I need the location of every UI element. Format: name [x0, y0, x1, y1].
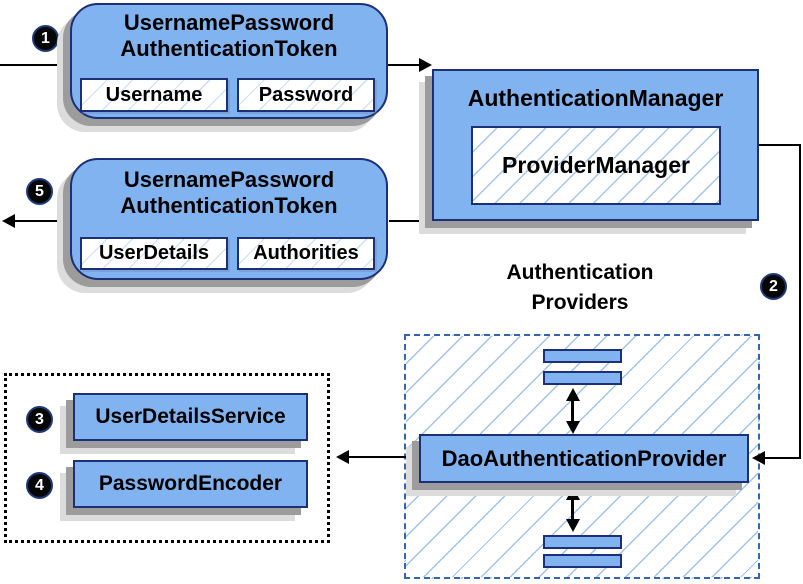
provider-manager-label: ProviderManager — [502, 152, 690, 178]
request-token-title-line2: AuthenticationToken — [120, 36, 338, 61]
password-encoder-box: PasswordEncoder — [73, 460, 308, 508]
username-field-label: Username — [105, 83, 203, 106]
password-encoder-label: PasswordEncoder — [98, 472, 283, 495]
step-badge-1: 1 — [32, 25, 59, 52]
manager-to-provider-line-bottom — [765, 457, 801, 459]
step-badge-5: 5 — [26, 178, 53, 205]
services-dotted-zone — [4, 373, 330, 543]
authentication-providers-heading-line1: Authentication — [506, 261, 654, 284]
authorities-field-box: Authorities — [237, 237, 375, 270]
response-token-title-line2: AuthenticationToken — [120, 193, 338, 218]
user-details-service-label: UserDetailsService — [95, 405, 286, 428]
dao-authentication-provider-label: DaoAuthenticationProvider — [441, 445, 727, 471]
password-field-label: Password — [258, 83, 354, 106]
username-field-box: Username — [80, 78, 228, 112]
authentication-providers-heading: Authentication Providers — [430, 258, 730, 318]
arrowhead-response-out-icon — [2, 214, 15, 228]
token-to-manager-line — [388, 64, 420, 66]
arrowhead-into-services-icon — [336, 450, 349, 464]
dao-to-services-line — [348, 456, 419, 458]
lower-store-bar-2 — [543, 554, 622, 568]
manager-to-provider-line-vertical — [799, 144, 801, 459]
incoming-request-line — [0, 64, 70, 66]
double-arrow-lower-down-icon — [566, 519, 580, 532]
response-token-title-line1: UsernamePassword — [123, 167, 335, 192]
upper-store-bar-1 — [543, 349, 622, 363]
double-arrow-upper-line — [571, 399, 574, 423]
provider-manager-box: ProviderManager — [471, 126, 721, 205]
userdetails-field-box: UserDetails — [80, 237, 228, 270]
dao-authentication-provider-box: DaoAuthenticationProvider — [419, 434, 749, 483]
request-token-title: UsernamePassword AuthenticationToken — [70, 10, 388, 62]
arrowhead-into-manager-icon — [419, 58, 432, 72]
manager-to-response-token-line — [389, 220, 432, 222]
userdetails-field-label: UserDetails — [98, 242, 210, 264]
arrowhead-into-dao-provider-icon — [752, 451, 765, 465]
double-arrow-upper-up-icon — [566, 388, 580, 401]
double-arrow-lower-line — [571, 498, 574, 522]
response-token-title: UsernamePassword AuthenticationToken — [70, 167, 388, 219]
upper-store-bar-2 — [543, 371, 622, 385]
password-field-box: Password — [237, 78, 375, 112]
authentication-manager-title: AuthenticationManager — [467, 85, 724, 111]
step-badge-2: 2 — [760, 273, 787, 300]
step-badge-4: 4 — [26, 472, 53, 499]
authorities-field-label: Authorities — [253, 242, 359, 264]
response-outgoing-line — [14, 220, 70, 222]
authentication-providers-heading-line2: Providers — [531, 291, 629, 314]
lower-store-bar-1 — [543, 535, 622, 549]
double-arrow-upper-down-icon — [566, 421, 580, 434]
user-details-service-box: UserDetailsService — [73, 393, 308, 441]
step-badge-3: 3 — [26, 406, 53, 433]
double-arrow-lower-up-icon — [566, 487, 580, 500]
manager-to-provider-line-top — [759, 144, 801, 146]
request-token-title-line1: UsernamePassword — [123, 10, 335, 35]
